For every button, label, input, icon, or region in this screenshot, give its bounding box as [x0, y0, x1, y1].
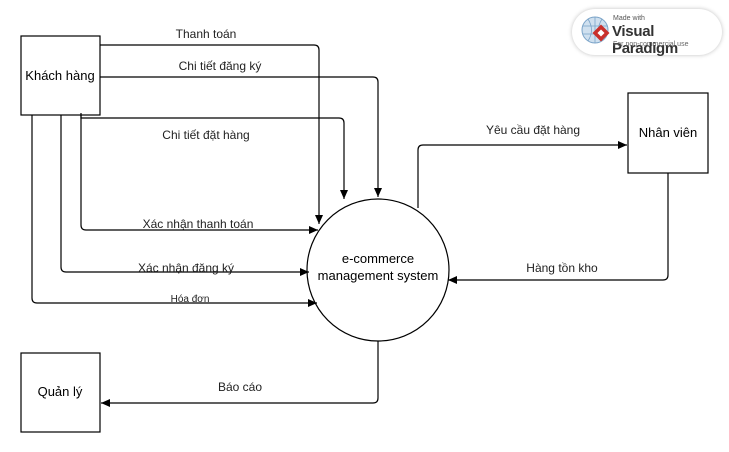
badge-brand: Visual Paradigm: [612, 23, 678, 57]
flow-invoice-arrow: [31, 115, 317, 307]
process-label-line2: management system: [318, 268, 439, 283]
flow-inventory-label: Hàng tồn kho: [526, 261, 598, 275]
process-label-line1: e-commerce: [342, 251, 414, 266]
flow-payment-confirmation-arrow: [80, 115, 318, 234]
entity-customer: Khách hàng: [20, 35, 101, 116]
flow-payment-arrow: [100, 44, 323, 224]
entity-manager-label: Quản lý: [38, 384, 83, 399]
entity-manager-box: [20, 352, 101, 433]
badge-made-with: Made with: [613, 15, 645, 22]
process-circle: e-commerce management system: [306, 198, 450, 342]
flow-report-arrow: [101, 341, 379, 407]
entity-staff-label: Nhân viên: [639, 125, 698, 140]
flow-registration-confirmation-arrow: [60, 115, 309, 276]
entity-staff: Nhân viên: [627, 92, 709, 174]
flow-payment-label: Thanh toán: [176, 27, 237, 41]
entity-staff-box: [627, 92, 709, 174]
flow-registration-details-arrow: [100, 76, 382, 197]
entity-customer-box: [20, 35, 101, 116]
flow-order-details-arrow: [80, 113, 348, 199]
flow-registration-details-label: Chi tiết đăng ký: [179, 59, 262, 73]
flow-order-request-arrow: [417, 141, 627, 208]
flow-order-request-label: Yêu cầu đặt hàng: [486, 123, 580, 137]
badge-note: For non-commercial use: [613, 41, 689, 48]
entity-customer-label: Khách hàng: [25, 68, 94, 83]
flow-order-details-label: Chi tiết đặt hàng: [162, 128, 249, 142]
flow-report-label: Báo cáo: [218, 380, 262, 394]
flow-registration-confirmation-label: Xác nhận đăng ký: [138, 261, 234, 275]
flow-payment-confirmation-label: Xác nhận thanh toán: [143, 217, 254, 231]
visual-paradigm-logo-icon: [581, 16, 610, 44]
flow-invoice-label: Hóa đơn: [171, 294, 210, 305]
entity-manager: Quản lý: [20, 352, 101, 433]
flow-inventory-arrow: [448, 173, 669, 284]
visual-paradigm-badge: Made with Visual Paradigm For non-commer…: [572, 9, 722, 57]
